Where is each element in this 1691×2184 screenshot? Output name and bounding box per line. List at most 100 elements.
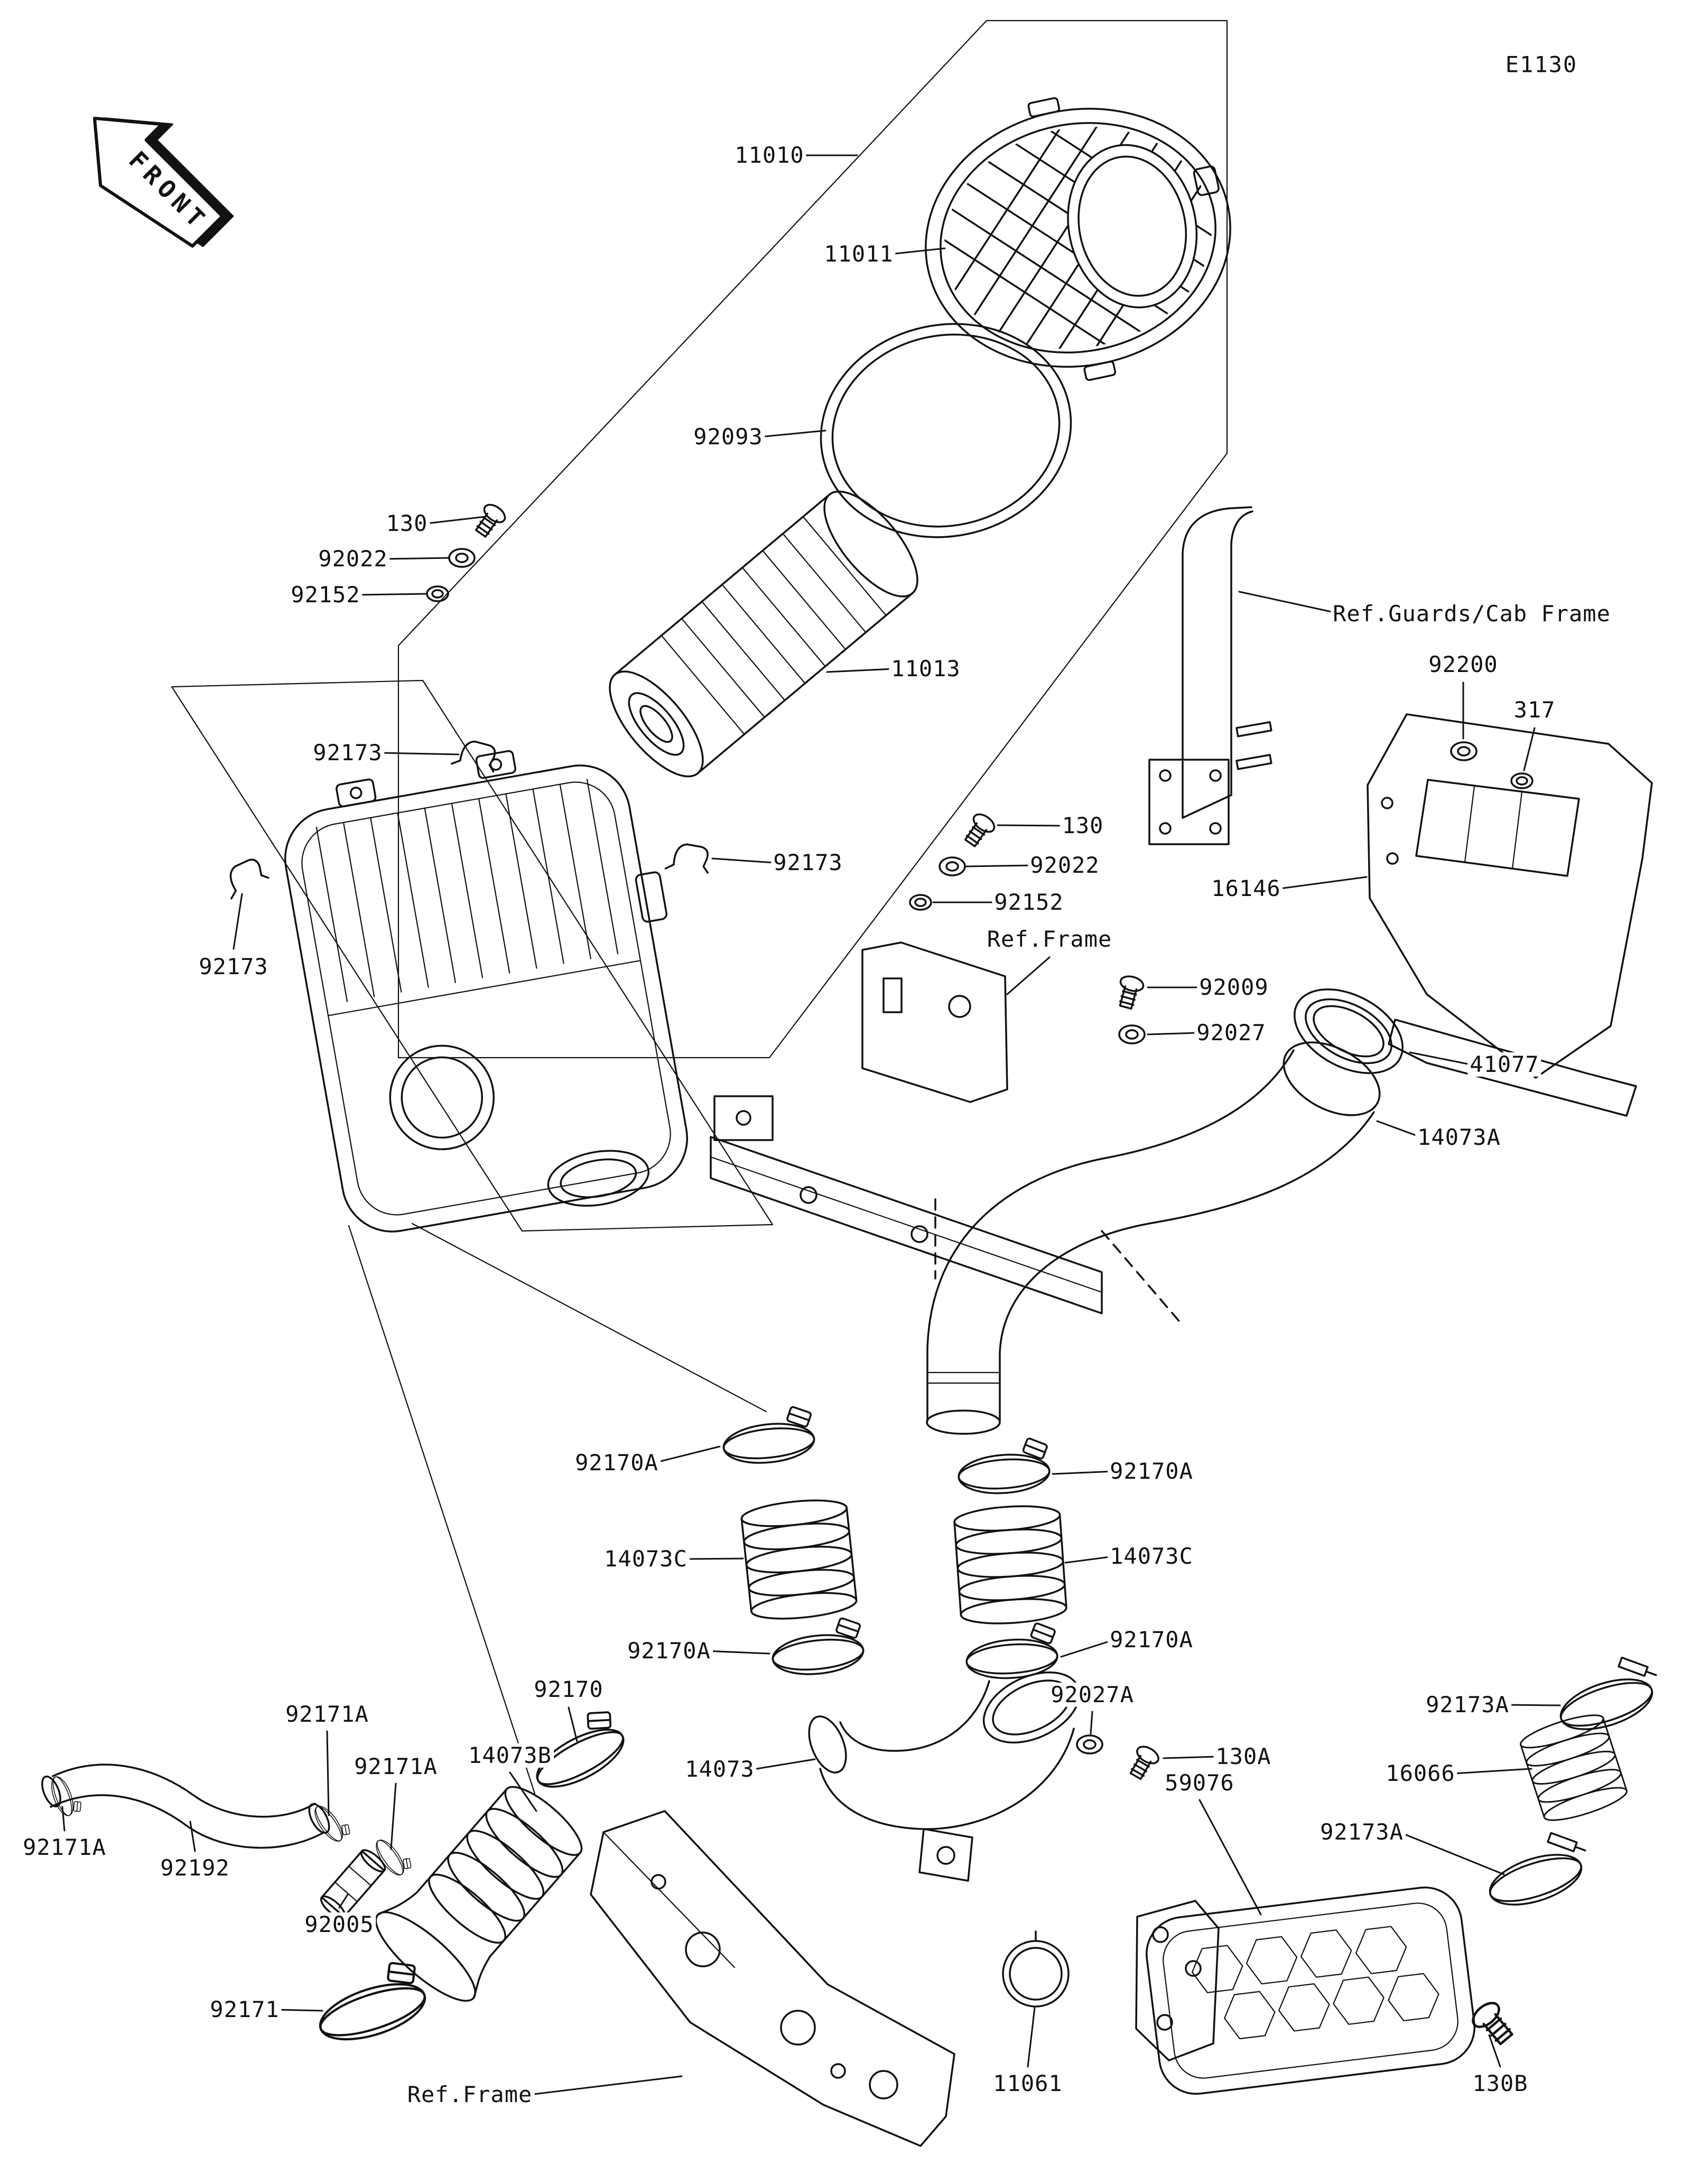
intake-duct-14073A (926, 1041, 1381, 1435)
part-label-92170A-3: 92170A (625, 1638, 713, 1664)
frame-rail-bottom (590, 1810, 955, 2147)
part-label-11011: 11011 (822, 241, 896, 267)
leader-92173-3 (711, 857, 775, 864)
part-label-11061: 11061 (991, 2071, 1065, 2096)
part-label-92027A: 92027A (1048, 1682, 1136, 1707)
part-label-92171A-2: 92171A (352, 1754, 440, 1779)
leader-11011 (889, 247, 946, 255)
leader-92027A (1090, 1711, 1093, 1735)
duct-14073B (375, 1786, 583, 2002)
leader-92170 (568, 1706, 578, 1742)
part-label-317: 317 (1511, 697, 1558, 723)
nut-317 (1510, 772, 1534, 789)
leader-14073 (752, 1758, 816, 1770)
leader-92173-1 (380, 752, 460, 755)
part-label-14073A: 14073A (1415, 1125, 1503, 1150)
leader-130-2 (997, 824, 1065, 827)
leader-92173-2 (233, 893, 243, 950)
washer-92022-2 (939, 856, 966, 876)
part-label-92022-2: 92022 (1028, 853, 1102, 878)
part-label-92152-2: 92152 (992, 890, 1066, 915)
washer-92200 (1450, 741, 1478, 761)
nut-92152-2 (909, 894, 932, 911)
screw-130A (1125, 1742, 1163, 1783)
part-label-59076: 59076 (1163, 1770, 1237, 1796)
cap-gasket (820, 323, 1072, 538)
leader-92171A-2 (390, 1782, 397, 1850)
clamp-92170A-1 (719, 1403, 817, 1468)
part-label-92173-2: 92173 (197, 954, 271, 979)
leader-14073B (509, 1771, 537, 1812)
group-box-filter (397, 20, 1228, 1059)
leader-16066 (1453, 1768, 1532, 1775)
part-label-92170: 92170 (532, 1677, 606, 1702)
part-label-92173-3: 92173 (771, 850, 845, 875)
leader-92170A-3 (705, 1650, 770, 1655)
part-label-11010: 11010 (732, 143, 806, 168)
diagram-code: E1130 (1505, 51, 1578, 78)
clip-92173-3 (664, 840, 713, 877)
washer-92027A (1076, 1734, 1103, 1754)
part-label-92022-1: 92022 (316, 546, 390, 572)
leader-130A (1163, 1756, 1218, 1759)
leader-92173A-2 (1398, 1831, 1505, 1875)
part-label-92152-1: 92152 (289, 582, 363, 608)
leader-130-1 (425, 516, 486, 525)
part-label-ref-frame-1: Ref.Frame (984, 927, 1114, 952)
group-box-housing (171, 679, 774, 1795)
tube-92005 (320, 1849, 386, 1919)
screw-92009 (1113, 973, 1146, 1011)
leader-92192 (189, 1821, 196, 1852)
resonator-59076 (1135, 1886, 1475, 2095)
part-label-92173-1: 92173 (311, 740, 385, 766)
leader-14073C-1 (682, 1557, 744, 1560)
part-label-11013: 11013 (889, 656, 963, 682)
clamp-92171A-3 (47, 1771, 85, 1819)
leader-92171 (275, 2009, 323, 2012)
leader-92093 (759, 430, 826, 438)
part-label-ref-frame-2: Ref.Frame (405, 2082, 535, 2107)
leader-59076 (1198, 1799, 1262, 1916)
part-label-14073C-1: 14073C (602, 1546, 690, 1572)
clamp-92173A-2 (1477, 1823, 1600, 1916)
air-cleaner-housing (284, 750, 689, 1233)
leader-92022-1 (384, 557, 450, 560)
nut-92152-1 (426, 585, 449, 602)
leader-16146 (1279, 876, 1368, 890)
part-label-92170A-2: 92170A (1108, 1459, 1195, 1484)
clamp-92171A-2 (370, 1831, 415, 1880)
leader-92027 (1147, 1032, 1199, 1035)
part-label-92171A-1: 92171A (283, 1702, 371, 1727)
washer-92022-1 (448, 548, 476, 568)
cab-frame-tube (1148, 506, 1272, 845)
leader-11061 (1027, 2006, 1036, 2068)
clamp-92170A-3 (768, 1614, 867, 1679)
leader-92171A-3 (61, 1806, 66, 1832)
part-label-92009: 92009 (1197, 975, 1271, 1000)
leader-92022-2 (965, 864, 1034, 867)
leader-92171A-1 (326, 1730, 330, 1816)
leader-41077 (1409, 1051, 1472, 1066)
clamp-92173A-1 (1548, 1647, 1670, 1740)
front-arrow: FRONT (92, 116, 234, 248)
hose-92192 (41, 1763, 330, 1849)
part-label-92171: 92171 (208, 1997, 282, 2022)
part-label-130A: 130A (1213, 1744, 1274, 1769)
part-label-16146: 16146 (1209, 876, 1283, 901)
part-label-14073C-2: 14073C (1108, 1544, 1195, 1569)
part-label-92173A-1: 92173A (1424, 1692, 1511, 1718)
leader-ref-guards (1238, 591, 1342, 615)
part-label-16066: 16066 (1383, 1761, 1457, 1786)
part-label-130-1: 130 (384, 511, 430, 536)
leader-92170A-4 (1060, 1639, 1115, 1658)
leader-lines (61, 154, 1561, 2096)
frame-bracket (710, 941, 1182, 1324)
seal-41077 (1294, 988, 1404, 1074)
bracket-16146 (1367, 713, 1653, 1117)
clip-92173-2 (219, 855, 271, 900)
leader-317 (1523, 727, 1536, 771)
clamp-92171 (308, 1956, 432, 2050)
part-label-92027: 92027 (1194, 1020, 1268, 1046)
